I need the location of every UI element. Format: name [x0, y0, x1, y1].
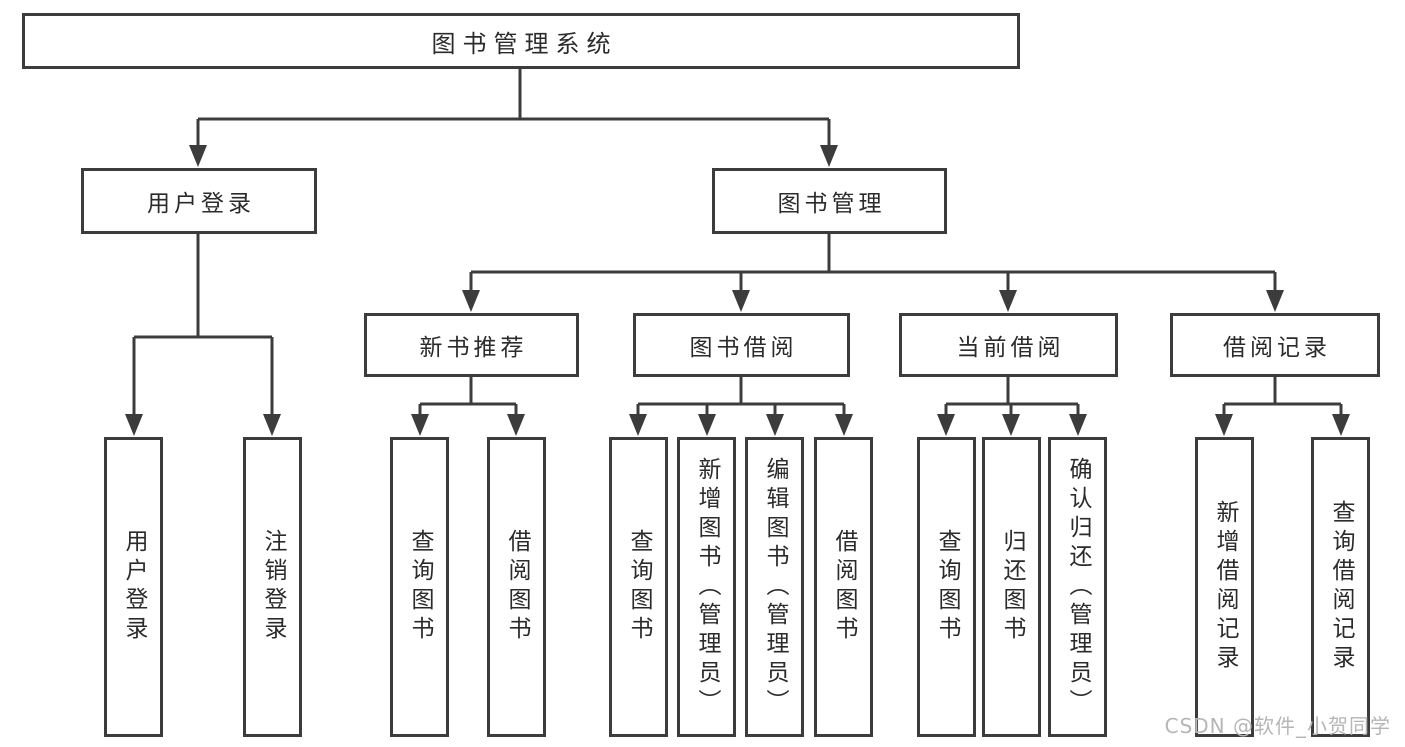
- connector-book-borrow: [636, 377, 846, 420]
- connector-current-borrow: [944, 377, 1080, 420]
- node-book-management-label: 图书管理: [777, 191, 886, 217]
- arrowhead: [835, 414, 853, 436]
- arrowhead: [1215, 414, 1233, 436]
- arrowhead: [999, 290, 1017, 312]
- leaf-query-books-recommend-label: 查询图书: [407, 529, 433, 645]
- leaf-query-books-borrow-label: 查询图书: [626, 529, 652, 645]
- leaf-return-books: 归还图书: [982, 437, 1041, 737]
- arrowhead: [1069, 414, 1087, 436]
- node-borrow-records: 借阅记录: [1170, 313, 1380, 377]
- node-book-borrow-label: 图书借阅: [689, 335, 798, 361]
- connector-book-management: [469, 234, 1277, 295]
- leaf-query-books-current-label: 查询图书: [934, 529, 960, 645]
- node-user-login: 用户登录: [81, 168, 317, 234]
- arrowhead: [411, 414, 429, 436]
- leaf-logout-label: 注销登录: [260, 529, 286, 645]
- leaf-user-login: 用户登录: [104, 437, 163, 737]
- node-current-borrow-label: 当前借阅: [956, 335, 1065, 361]
- arrowhead: [766, 414, 784, 436]
- arrowhead: [1002, 414, 1020, 436]
- leaf-borrow-books: 借阅图书: [814, 437, 873, 737]
- node-new-book-recommend-label: 新书推荐: [419, 335, 528, 361]
- arrowhead: [1332, 414, 1350, 436]
- leaf-query-borrow-record-label: 查询借阅记录: [1328, 500, 1354, 674]
- arrowhead: [263, 414, 281, 436]
- connector-borrow-records: [1222, 377, 1343, 420]
- node-root: 图书管理系统: [22, 13, 1020, 69]
- leaf-confirm-return-admin-label: 确认归还（管理员）: [1065, 456, 1091, 718]
- leaf-return-books-label: 归还图书: [999, 529, 1025, 645]
- leaf-add-books-admin: 新增图书（管理员）: [677, 437, 736, 737]
- arrowhead: [462, 290, 480, 312]
- leaf-edit-books-admin-label: 编辑图书（管理员）: [762, 456, 788, 718]
- connector-root: [196, 68, 831, 150]
- leaf-query-books-borrow: 查询图书: [609, 437, 668, 737]
- leaf-query-books-recommend: 查询图书: [390, 437, 449, 737]
- leaf-user-login-label: 用户登录: [121, 529, 147, 645]
- arrowhead: [125, 414, 143, 436]
- leaf-query-books-current: 查询图书: [917, 437, 976, 737]
- leaf-add-borrow-record-label: 新增借阅记录: [1212, 500, 1238, 674]
- leaf-borrow-books-recommend-label: 借阅图书: [504, 529, 530, 645]
- arrowhead: [629, 414, 647, 436]
- arrowhead: [189, 145, 207, 167]
- leaf-logout: 注销登录: [243, 437, 302, 737]
- leaf-query-borrow-record: 查询借阅记录: [1311, 437, 1370, 737]
- leaf-add-borrow-record: 新增借阅记录: [1195, 437, 1254, 737]
- leaf-confirm-return-admin: 确认归还（管理员）: [1048, 437, 1107, 737]
- connector-user-login: [132, 234, 274, 420]
- arrowhead: [732, 290, 750, 312]
- node-borrow-records-label: 借阅记录: [1223, 335, 1331, 361]
- node-current-borrow: 当前借阅: [899, 313, 1118, 377]
- node-user-login-label: 用户登录: [147, 191, 255, 217]
- leaf-edit-books-admin: 编辑图书（管理员）: [745, 437, 804, 737]
- arrowhead: [820, 145, 838, 167]
- arrowheads: [125, 145, 1350, 436]
- arrowhead: [698, 414, 716, 436]
- arrowhead: [507, 414, 525, 436]
- arrowhead: [937, 414, 955, 436]
- leaf-borrow-books-label: 借阅图书: [831, 529, 857, 645]
- node-book-management: 图书管理: [712, 168, 947, 234]
- node-root-label: 图书管理系统: [431, 29, 618, 58]
- leaf-add-books-admin-label: 新增图书（管理员）: [694, 456, 720, 718]
- leaf-borrow-books-recommend: 借阅图书: [487, 437, 546, 737]
- csdn-watermark: CSDN @软件_小贺同学: [1164, 714, 1391, 738]
- connector-new-book: [418, 377, 518, 420]
- node-new-book-recommend: 新书推荐: [364, 313, 579, 377]
- node-book-borrow: 图书借阅: [633, 313, 850, 377]
- arrowhead: [1266, 290, 1284, 312]
